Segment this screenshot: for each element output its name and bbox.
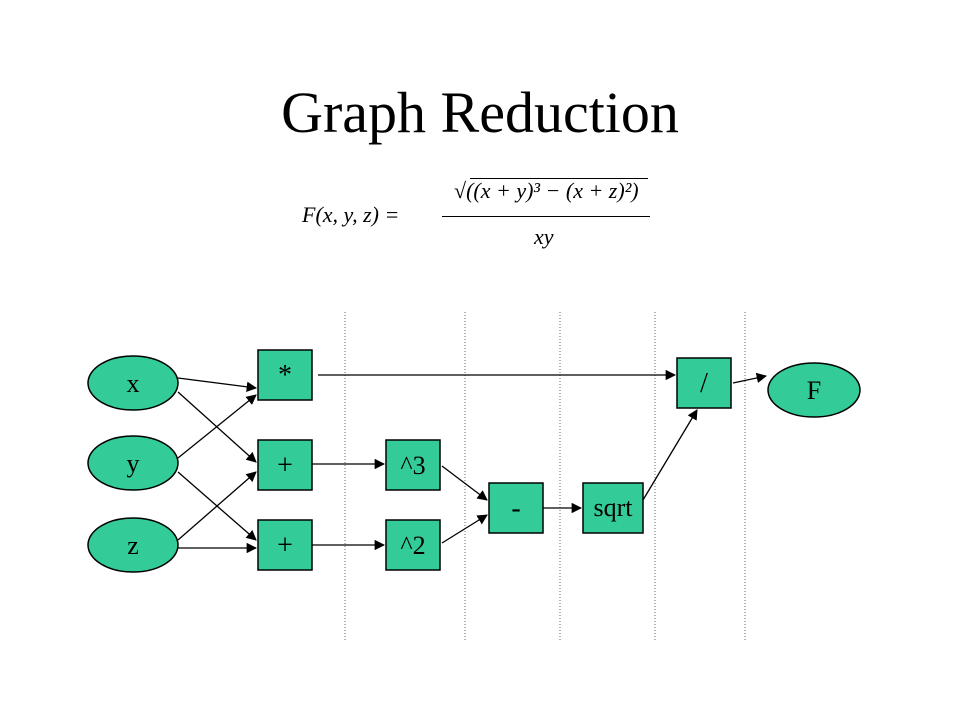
node-label: F bbox=[807, 376, 821, 405]
edge-z-to-add1 bbox=[177, 471, 257, 541]
operator-node-square: ^2 bbox=[385, 519, 441, 571]
node-label: * bbox=[278, 360, 292, 391]
node-label: sqrt bbox=[594, 493, 634, 522]
output-node-F: F bbox=[767, 362, 861, 418]
fraction-bar bbox=[442, 216, 650, 217]
node-label: x bbox=[127, 369, 140, 398]
node-label: z bbox=[127, 531, 139, 560]
operator-node-add-xz: + bbox=[257, 439, 313, 491]
formula: F(x, y, z) = √((x + y)³ − (x + z)²) xy bbox=[302, 172, 662, 262]
node-label: + bbox=[277, 530, 293, 561]
edges bbox=[177, 369, 768, 554]
operator-node-cube: ^3 bbox=[385, 439, 441, 491]
operator-node-add-yz: + bbox=[257, 519, 313, 571]
input-node-y: y bbox=[87, 435, 179, 491]
edge-sqrt-to-div bbox=[642, 409, 698, 501]
node-label: ^3 bbox=[400, 451, 425, 480]
node-label: - bbox=[511, 493, 520, 524]
node-label: ^2 bbox=[400, 531, 425, 560]
slide-title: Graph Reduction bbox=[281, 80, 679, 145]
formula-denominator: xy bbox=[534, 224, 554, 249]
node-label: y bbox=[127, 449, 140, 478]
edge-x-to-mul bbox=[177, 377, 258, 392]
formula-lhs: F(x, y, z) = bbox=[302, 202, 400, 227]
node-label: + bbox=[277, 450, 293, 481]
edge-cube-to-sub bbox=[441, 465, 488, 501]
stage-separators bbox=[344, 312, 746, 640]
edge-y-to-mul bbox=[177, 394, 257, 459]
input-node-z: z bbox=[87, 517, 179, 573]
operator-node-subtract: - bbox=[488, 482, 544, 534]
formula-numerator: √((x + y)³ − (x + z)²) bbox=[454, 178, 639, 203]
operator-node-multiply: * bbox=[257, 349, 313, 401]
sqrt-overline bbox=[470, 178, 648, 179]
operator-node-divide: / bbox=[676, 357, 732, 409]
edge-div-to-F bbox=[732, 372, 768, 384]
node-label: / bbox=[700, 368, 708, 399]
input-node-x: x bbox=[87, 355, 179, 411]
edge-square-to-sub bbox=[441, 514, 488, 544]
operator-node-sqrt: sqrt bbox=[582, 482, 644, 534]
